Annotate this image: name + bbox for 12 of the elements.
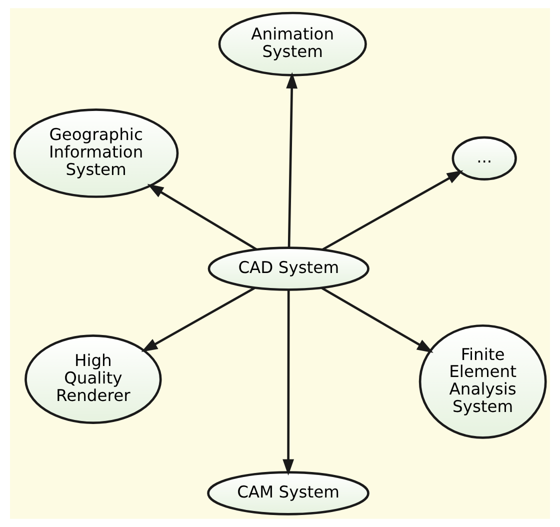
node-ellipse: Finite Element Analysis System (418, 324, 547, 439)
node-ellipse: High Quality Renderer (24, 334, 162, 424)
node-ellipse: Animation System (218, 12, 367, 76)
arrow (321, 286, 434, 353)
arrow (286, 72, 298, 248)
arrow (282, 290, 294, 476)
node-ellipse: CAD System (208, 246, 370, 291)
node-ellipse: ... (452, 136, 517, 181)
arrow (141, 286, 256, 352)
node-ellipse: CAM System (207, 471, 370, 516)
arrow (322, 170, 464, 251)
arrow (147, 184, 257, 250)
